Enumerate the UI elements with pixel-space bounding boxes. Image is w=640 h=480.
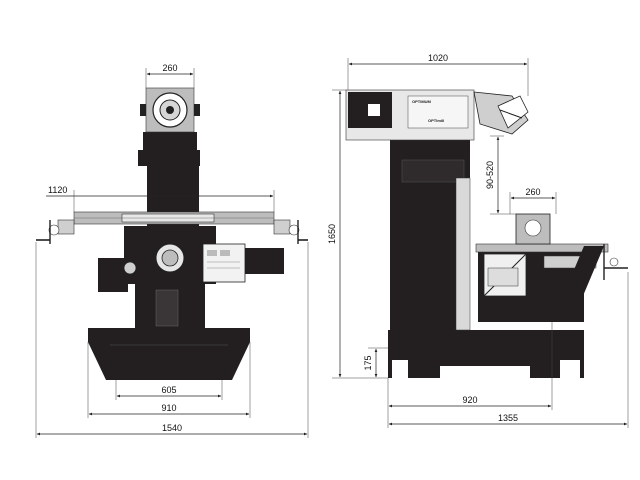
- side-view: OPTIMUM OPTImill 1020: [327, 53, 629, 428]
- side-base: [388, 330, 584, 378]
- dim-height-label: 1650: [327, 224, 337, 244]
- front-view: 260 1120 605 910 1540: [35, 63, 309, 438]
- dim-base-inner-label: 605: [161, 385, 176, 395]
- dim-base-height-label: 175: [363, 355, 373, 370]
- side-knee: [475, 213, 628, 322]
- dim-base-width-label: 910: [161, 403, 176, 413]
- dim-head-width-label: 260: [162, 63, 177, 73]
- dim-overall-depth-label: 1355: [498, 413, 518, 423]
- front-knee: [98, 236, 284, 292]
- dim-depth-top-label: 1020: [428, 53, 448, 63]
- brand-sub-label: OPTImill: [428, 118, 444, 123]
- front-head: [140, 87, 200, 152]
- dim-overall-width-label: 1540: [162, 423, 182, 433]
- dim-base-depth-label: 920: [462, 395, 477, 405]
- dim-side-head-width-label: 260: [525, 187, 540, 197]
- side-dims: 1020 1650 90-520 260 175 920 1355: [327, 53, 629, 428]
- side-column: [390, 138, 471, 332]
- side-ram: OPTIMUM OPTImill: [345, 89, 529, 141]
- dim-spindle-travel-label: 90-520: [485, 161, 495, 189]
- brand-label: OPTIMUM: [412, 99, 432, 104]
- front-table: [36, 211, 308, 244]
- dim-table-length-label: 1120: [48, 185, 67, 195]
- front-base: [88, 328, 250, 380]
- front-dims: 260 1120 605 910 1540: [35, 63, 309, 438]
